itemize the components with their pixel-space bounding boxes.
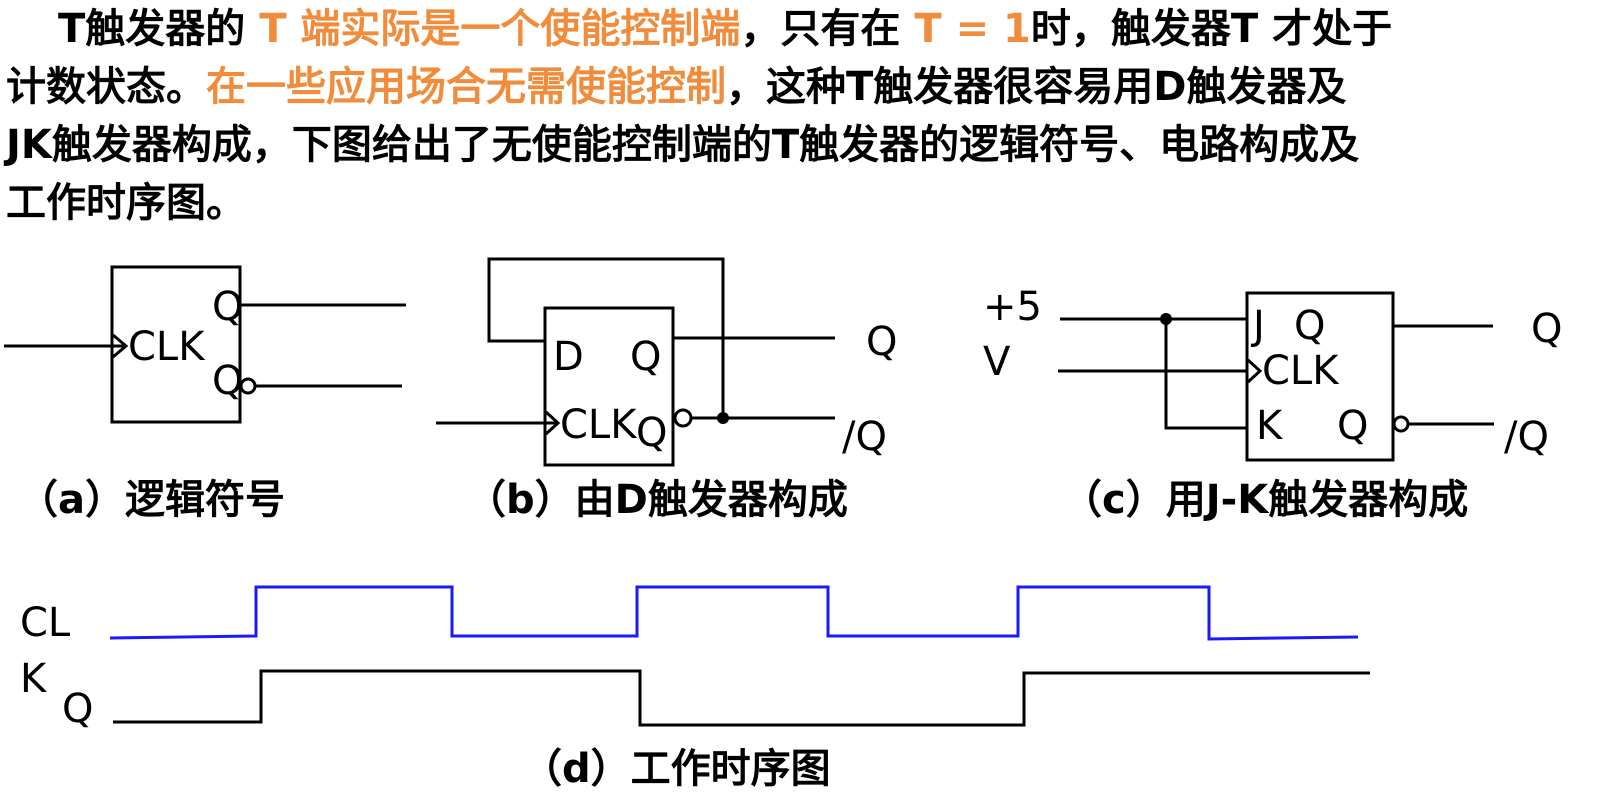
caption-b: （b）由D触发器构成 <box>466 477 848 523</box>
d-flipflop-box <box>543 306 675 467</box>
paragraph-line-3: JK触发器构成，下图给出了无使能控制端的T触发器的逻辑符号、电路构成及 <box>6 122 1360 168</box>
clk-pin-label: CLK <box>1262 348 1340 394</box>
clock-edge-icon <box>112 333 129 359</box>
qbar-pin-label: Q <box>1337 403 1368 449</box>
clock-edge-icon <box>544 410 561 436</box>
text-segment: 计数状态。 <box>6 64 206 110</box>
paragraph-line-4: 工作时序图。 <box>6 180 246 226</box>
q-pin-label: Q <box>1294 303 1325 349</box>
q-pin-label: Q <box>212 284 243 330</box>
vcc-label-part-1: +5 <box>983 284 1042 330</box>
diagram-b-d-flipflop: D Q CLK Q Q /Q （b）由D触发器构成 <box>436 257 897 523</box>
inverter-bubble-icon <box>1392 415 1410 433</box>
vcc-label-part-2: V <box>983 339 1011 385</box>
text-segment: 时，触发器T 才处于 <box>1030 6 1393 52</box>
feedback-wire <box>487 257 725 418</box>
text-segment: ，只有在 <box>740 6 915 52</box>
qbar-pin-label: Q <box>212 358 243 404</box>
diagram-a-logic-symbol: CLK Q Q （a）逻辑符号 <box>4 265 406 523</box>
clk-pin-label: CLK <box>128 324 206 370</box>
k-pin-label: K <box>1256 403 1284 449</box>
caption-d: （d）工作时序图 <box>522 746 831 792</box>
text-segment: T触发器的 <box>58 6 260 52</box>
paragraph-line-2: 计数状态。在一些应用场合无需使能控制，这种T触发器很容易用D触发器及 <box>6 58 1606 116</box>
t-flipflop-box <box>110 265 242 424</box>
clk-signal-label-part-2: K <box>20 656 48 702</box>
highlight-text: T = 1 <box>914 6 1031 52</box>
qbar-output-label: /Q <box>1504 414 1549 460</box>
q-pin-label: Q <box>630 334 661 380</box>
clk-pin-label: CLK <box>560 402 638 448</box>
d-pin-label: D <box>553 334 584 380</box>
q-output-label: Q <box>1531 306 1562 352</box>
j-pin-label: J <box>1250 303 1265 349</box>
text-segment: ，这种T触发器很容易用D触发器及 <box>726 64 1347 110</box>
diagram-d-timing: CL K Q （d）工作时序图 <box>20 585 1370 792</box>
q-signal-label: Q <box>62 686 93 732</box>
qbar-pin-label: Q <box>636 410 667 456</box>
paragraph-line-1: T触发器的 T 端实际是一个使能控制端，只有在 T = 1时，触发器T 才处于 <box>6 0 1606 58</box>
jk-flipflop-box <box>1245 291 1395 462</box>
inverter-bubble-icon <box>239 377 257 395</box>
highlight-text: 在一些应用场合无需使能控制 <box>206 64 726 110</box>
caption-c: （c）用J-K触发器构成 <box>1062 477 1468 523</box>
clock-edge-icon <box>1246 358 1263 384</box>
inverter-bubble-icon <box>673 408 693 428</box>
q-waveform <box>113 669 1370 727</box>
intro-paragraph: T触发器的 T 端实际是一个使能控制端，只有在 T = 1时，触发器T 才处于 … <box>6 0 1606 232</box>
highlight-text: T 端实际是一个使能控制端 <box>259 6 741 52</box>
clk-signal-label-part-1: CL <box>20 600 71 646</box>
junction-dot-icon <box>717 412 729 424</box>
qbar-output-label: /Q <box>842 414 887 460</box>
diagram-c-jk-flipflop: +5 V J Q CLK K Q Q /Q （c）用J-K触发器构成 <box>983 284 1562 523</box>
clk-waveform <box>109 585 1359 641</box>
vcc-to-k-wire <box>1164 319 1247 430</box>
caption-a: （a）逻辑符号 <box>18 477 285 523</box>
q-output-label: Q <box>866 319 897 365</box>
